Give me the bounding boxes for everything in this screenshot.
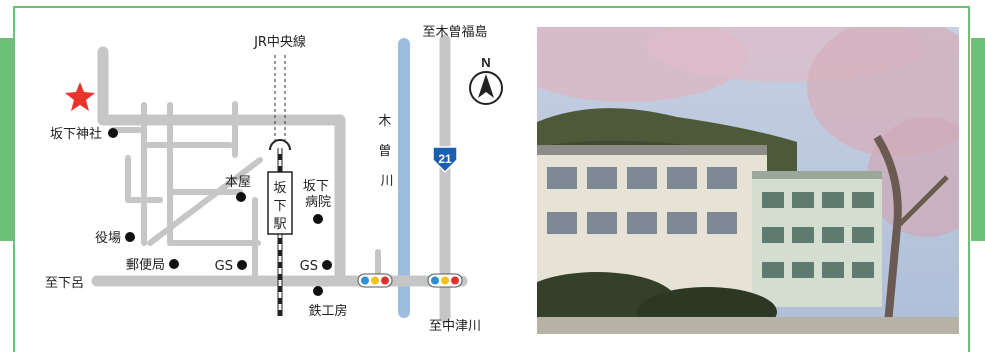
minor-road-5 (125, 155, 163, 203)
right-side-tab (971, 38, 985, 241)
route-number: 21 (438, 152, 452, 166)
town-office-dot (125, 232, 135, 242)
gs-left-dot (237, 260, 247, 270)
station-char-1: 坂 (273, 181, 286, 196)
shrine-label: 坂下神社 (50, 126, 102, 142)
ironworks-label: 鉄工房 (308, 303, 347, 319)
post-office-dot (169, 259, 179, 269)
hospital-label: 坂下 病院 (303, 179, 333, 210)
school-photo-image (537, 27, 959, 334)
shrine-dot (108, 128, 118, 138)
honya-dot (236, 192, 246, 202)
ironworks-dot (313, 286, 323, 296)
gs-left-label: GS (215, 259, 233, 274)
gs-right-label: GS (300, 259, 318, 274)
kiso-river (398, 38, 410, 318)
station-char-2: 下 (273, 199, 286, 214)
post-office-label: 郵便局 (126, 258, 165, 273)
to-kisofukushima-label: 至木曽福島 (422, 25, 487, 40)
railway-label: JR中央線 (253, 34, 306, 50)
hospital-dot (313, 214, 323, 224)
honya-label: 本屋 (225, 175, 251, 190)
to-gero-label: 至下呂 (45, 276, 84, 291)
north-label: N (481, 55, 490, 70)
river-label: 木 曽 川 (378, 114, 395, 189)
destination-star-icon (65, 82, 95, 111)
station-box (267, 171, 293, 235)
minor-road-8 (147, 157, 263, 246)
traffic-signal-1 (357, 273, 393, 288)
route-21-sign: 21 (432, 146, 458, 174)
gs-right-dot (322, 260, 332, 270)
school-photo (537, 27, 959, 334)
landmark-dots (108, 128, 332, 296)
road-top-loop (97, 46, 346, 286)
north-arrow: N (469, 55, 503, 105)
town-office-label: 役場 (95, 231, 121, 246)
tunnel-portal (269, 139, 291, 151)
traffic-signal-2 (427, 273, 463, 288)
left-side-tab (0, 38, 14, 241)
station-char-3: 駅 (273, 217, 286, 232)
to-nakatsugawa-label: 至中津川 (429, 319, 481, 334)
